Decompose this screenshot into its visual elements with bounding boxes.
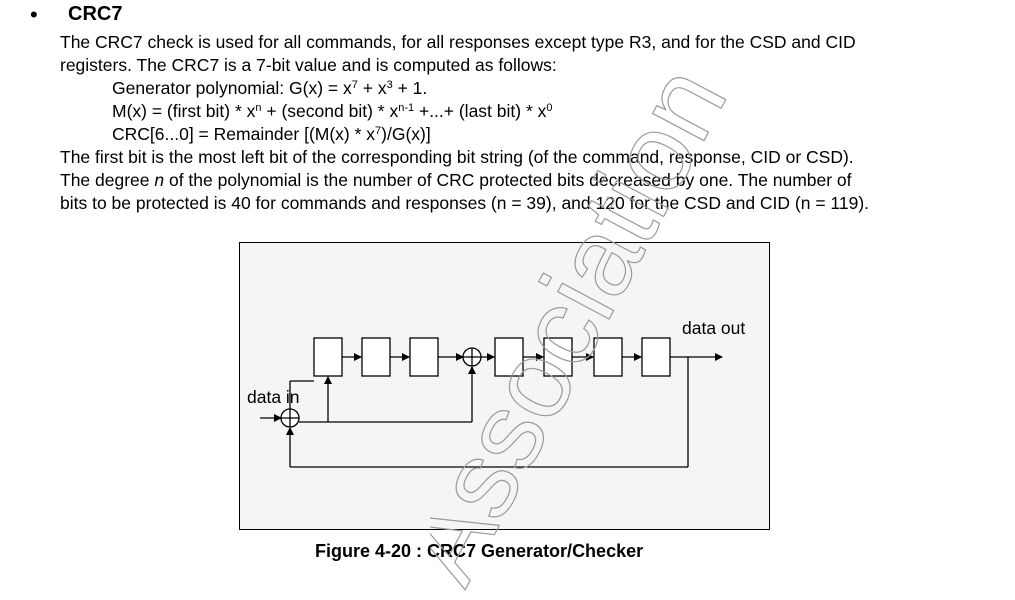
- figure-caption: Figure 4-20 : CRC7 Generator/Checker: [315, 541, 644, 561]
- paragraph-crc7-intro: The CRC7 check is used for all commands,…: [60, 31, 856, 77]
- paragraph-line: The degree n of the polynomial is the nu…: [60, 170, 852, 190]
- register-4: [494, 337, 524, 377]
- data-out-label: data out: [682, 318, 746, 338]
- data-in-label: data in: [247, 387, 300, 407]
- paragraph-line: registers. The CRC7 is a 7-bit value and…: [60, 55, 557, 75]
- register-7: [641, 337, 671, 377]
- register-2: [361, 337, 391, 377]
- register-6: [593, 337, 623, 377]
- section-heading: CRC7: [68, 3, 123, 25]
- formula-message: M(x) = (first bit) * xn + (second bit) *…: [112, 101, 553, 121]
- paragraph-line: bits to be protected is 40 for commands …: [60, 193, 870, 213]
- crc7-circuit-diagram: [260, 337, 723, 468]
- formula-crc: CRC[6...0] = Remainder [(M(x) * x7)/G(x)…: [112, 124, 431, 144]
- paragraph-line: The first bit is the most left bit of th…: [60, 147, 854, 167]
- register-5: [543, 337, 573, 377]
- formula-generator: Generator polynomial: G(x) = x7 + x3 + 1…: [112, 78, 428, 98]
- crc7-circuit-figure: data in data out: [239, 242, 770, 530]
- bullet: •: [30, 2, 38, 27]
- paragraph-line: The CRC7 check is used for all commands,…: [60, 32, 856, 52]
- register-1: [313, 337, 343, 377]
- paragraph-crc7-details: The first bit is the most left bit of th…: [60, 146, 869, 215]
- register-3: [409, 337, 439, 377]
